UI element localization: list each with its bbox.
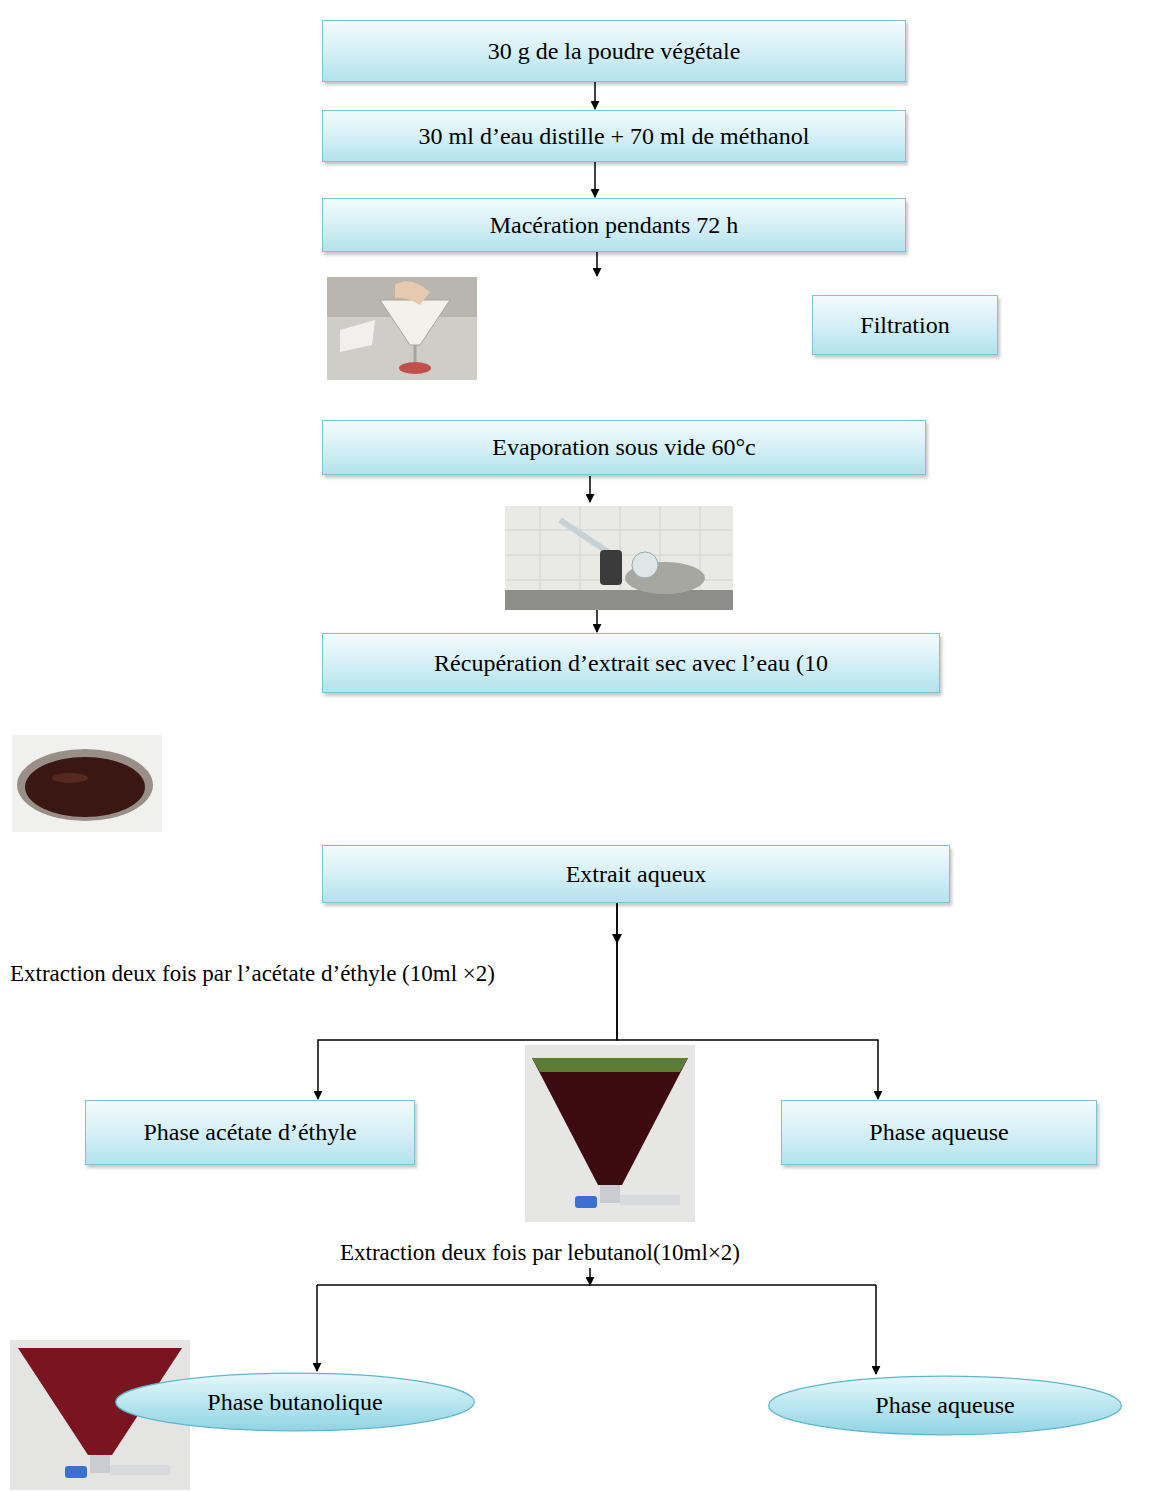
stopcock	[65, 1466, 87, 1478]
reflection	[52, 773, 88, 783]
bench	[505, 590, 733, 610]
node-text: 30 g de la poudre végétale	[482, 38, 747, 65]
flow-connector	[594, 162, 596, 197]
photo-ground	[12, 735, 162, 832]
flow-connector	[617, 903, 878, 1099]
node-text: Phase butanolique	[201, 1389, 388, 1416]
flow-arrow	[589, 1268, 591, 1285]
process-box: Evaporation sous vide 60°c	[322, 420, 926, 475]
filtration-photo	[327, 277, 477, 380]
paper-sheet	[340, 320, 375, 352]
process-box: 30 ml d’eau distille + 70 ml de méthanol	[322, 110, 906, 162]
motor	[600, 550, 622, 585]
node-text: Phase aqueuse	[863, 1119, 1014, 1146]
hand	[395, 281, 430, 305]
wall-tiles	[505, 506, 733, 610]
node-text: Macération pendants 72 h	[484, 212, 745, 239]
photo-ground	[327, 277, 477, 380]
flow-arrow	[596, 252, 598, 276]
stopcock-handle	[620, 1195, 680, 1205]
step-note: Extraction deux fois par lebutanol(10ml×…	[336, 1240, 744, 1266]
stem	[600, 1185, 620, 1203]
ellipse-shape	[769, 1376, 1122, 1435]
node-text: Récupération d’extrait sec avec l’eau (1…	[428, 650, 834, 677]
extract-dish-photo	[12, 735, 162, 832]
funnel	[380, 300, 450, 345]
split-bracket	[317, 1284, 876, 1286]
node-text: Filtration	[854, 312, 955, 339]
step-note: Extraction deux fois par l’acétate d’éth…	[6, 961, 499, 987]
flow-connector	[318, 903, 617, 1099]
process-box: 30 g de la poudre végétale	[322, 20, 906, 82]
funnel-liquid	[532, 1058, 688, 1185]
process-box: Phase acétate d’éthyle	[85, 1100, 415, 1165]
process-box: Phase aqueuse	[781, 1100, 1097, 1165]
dark-extract	[25, 757, 145, 817]
flask	[632, 552, 658, 578]
photo-ground	[525, 1045, 695, 1222]
result-ellipse: Phase aqueuse	[765, 1375, 1125, 1436]
rotavap-photo	[505, 506, 733, 610]
process-box: Extrait aqueux	[322, 845, 950, 903]
dish-rim	[17, 749, 153, 821]
result-ellipse: Phase butanolique	[112, 1372, 478, 1432]
flow-arrow	[316, 1285, 318, 1371]
node-text: Evaporation sous vide 60°c	[486, 434, 762, 461]
stopcock	[575, 1196, 597, 1208]
separatory-funnel-photo	[525, 1045, 695, 1222]
node-text: Extrait aqueux	[560, 861, 713, 888]
green-layer	[532, 1058, 688, 1072]
flow-arrow	[875, 1285, 877, 1374]
node-text: Phase acétate d’éthyle	[137, 1119, 362, 1146]
ellipse-shape	[116, 1373, 475, 1431]
stopcock-handle	[110, 1465, 170, 1475]
photo-ground	[505, 506, 733, 610]
flow-connector	[594, 82, 596, 109]
flow-arrow	[596, 610, 598, 632]
process-box: Macération pendants 72 h	[322, 198, 906, 252]
process-box: Récupération d’extrait sec avec l’eau (1…	[322, 633, 940, 693]
stem	[90, 1455, 110, 1473]
node-text: 30 ml d’eau distille + 70 ml de méthanol	[413, 123, 816, 150]
process-box: Filtration	[812, 295, 998, 355]
funnel-stem	[414, 345, 417, 362]
node-text: Phase aqueuse	[869, 1392, 1020, 1419]
red-liquid	[399, 362, 431, 374]
flow-arrow	[589, 476, 591, 502]
